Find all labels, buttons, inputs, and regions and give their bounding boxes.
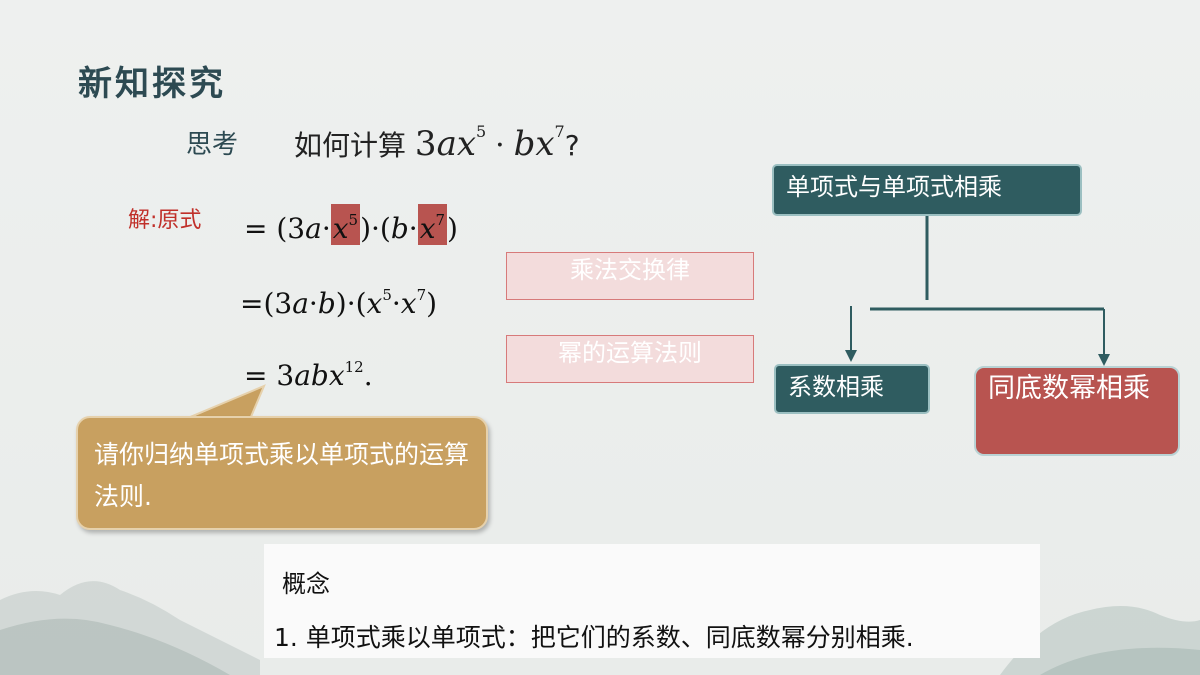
solution-line-1: = (3a·x5)·(b·x7) <box>244 204 458 245</box>
concept-title: 概念 <box>282 570 330 598</box>
solution-label: 解:原式 <box>128 208 202 233</box>
node-monomial-multiply: 单项式与单项式相乘 <box>772 164 1082 216</box>
solution-line-3: = 3abx12. <box>244 358 373 392</box>
node-same-base-power-multiply: 同底数幂相乘 <box>974 366 1180 456</box>
reason-box-commutative: 乘法交换律 <box>506 252 754 300</box>
think-question: 如何计算 3ax5 · bx7? <box>294 122 580 164</box>
highlight-x5: x5 <box>330 204 361 245</box>
concept-panel: 概念 1. 单项式乘以单项式：把它们的系数、同底数幂分别相乘. <box>264 544 1040 658</box>
concept-text: 1. 单项式乘以单项式：把它们的系数、同底数幂分别相乘. <box>274 623 914 652</box>
callout-bubble: 请你归纳单项式乘以单项式的运算法则. <box>76 416 488 530</box>
think-label: 思考 <box>186 130 239 160</box>
question-prefix: 如何计算 <box>294 129 407 162</box>
page-title: 新知探究 <box>78 64 226 104</box>
node-coefficient-multiply: 系数相乘 <box>774 364 930 414</box>
reason-box-power-rule: 幂的运算法则 <box>506 335 754 383</box>
solution-line-2: =(3a·b)·(x5·x7) <box>240 286 438 320</box>
highlight-x7: x7 <box>417 204 448 245</box>
question-coef: 3 <box>414 124 437 164</box>
